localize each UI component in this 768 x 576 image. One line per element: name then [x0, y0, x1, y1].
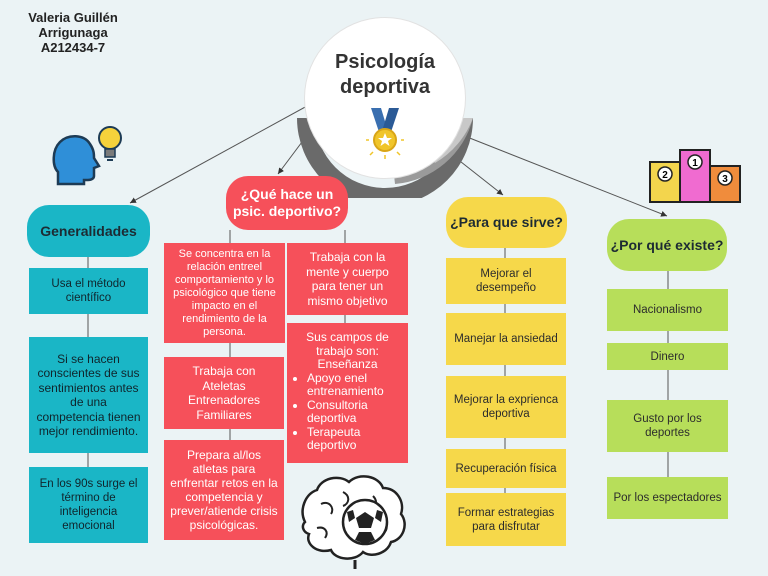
author-info: Valeria Guillén Arrigunaga A212434-7: [18, 10, 128, 55]
podium-label-2: 2: [662, 170, 668, 181]
que-hace-item-2: Trabaja con Ateletas Entrenadores Famili…: [164, 357, 284, 429]
campos-item: Consultoria deportiva: [307, 398, 402, 426]
medal-icon: [366, 108, 404, 159]
arrow-to-generalidades: [129, 99, 319, 204]
campos-sub: Enseñanza: [317, 357, 378, 371]
que-hace-item-3: Prepara al/los atletas para enfrentar re…: [164, 440, 284, 540]
para-que-item-1: Mejorar el desempeño: [446, 258, 566, 304]
arrow-to-para-que: [455, 157, 504, 196]
para-que-header: ¿Para que sirve?: [446, 197, 567, 248]
campos-list: Apoyo enel entrenamiento Consultoria dep…: [293, 371, 402, 453]
campos-item: Apoyo enel entrenamiento: [307, 371, 402, 399]
que-hace-item-1: Se concentra en la relación entreel comp…: [164, 243, 285, 343]
campos-heading: Sus campos de trabajo son:: [306, 330, 389, 358]
que-hace-header: ¿Qué hace un psic. deportivo?: [226, 176, 348, 230]
podium-icon: 2 1 3: [649, 149, 741, 203]
por-que-item-3: Gusto por los deportes: [607, 400, 728, 452]
head-lightbulb-icon: [52, 126, 122, 186]
para-que-item-2: Manejar la ansiedad: [446, 313, 566, 365]
title-line-2: deportiva: [339, 76, 431, 98]
para-que-item-5: Formar estrategias para disfrutar: [446, 493, 566, 546]
author-surname: Arrigunaga: [38, 25, 108, 40]
para-que-item-4: Recuperación física: [446, 449, 566, 488]
campos-de-trabajo: Sus campos de trabajo son: Enseñanza Apo…: [287, 323, 408, 463]
podium-label-3: 3: [722, 174, 728, 185]
title-line-1: Psicología: [334, 51, 436, 73]
por-que-item-1: Nacionalismo: [607, 289, 728, 331]
generalidades-item-2: Si se hacen conscientes de sus sentimien…: [29, 337, 148, 453]
central-topic: Psicología deportiva: [305, 18, 465, 178]
podium-label-1: 1: [692, 158, 698, 169]
generalidades-item-1: Usa el método científico: [29, 268, 148, 314]
generalidades-header: Generalidades: [27, 205, 150, 257]
que-hace-item-4: Trabaja con la mente y cuerpo para tener…: [287, 243, 408, 315]
por-que-item-4: Por los espectadores: [607, 477, 728, 519]
author-id: A212434-7: [40, 40, 106, 55]
por-que-header: ¿Por qué existe?: [607, 219, 727, 271]
author-name: Valeria Guillén: [28, 10, 118, 25]
por-que-item-2: Dinero: [607, 343, 728, 370]
brain-soccer-icon: [301, 475, 406, 569]
campos-item: Terapeuta deportivo: [307, 425, 402, 453]
generalidades-item-3: En los 90s surge el término de inteligen…: [29, 467, 148, 543]
arrow-to-por-que: [461, 134, 668, 217]
para-que-item-3: Mejorar la exprienca deportiva: [446, 376, 566, 438]
